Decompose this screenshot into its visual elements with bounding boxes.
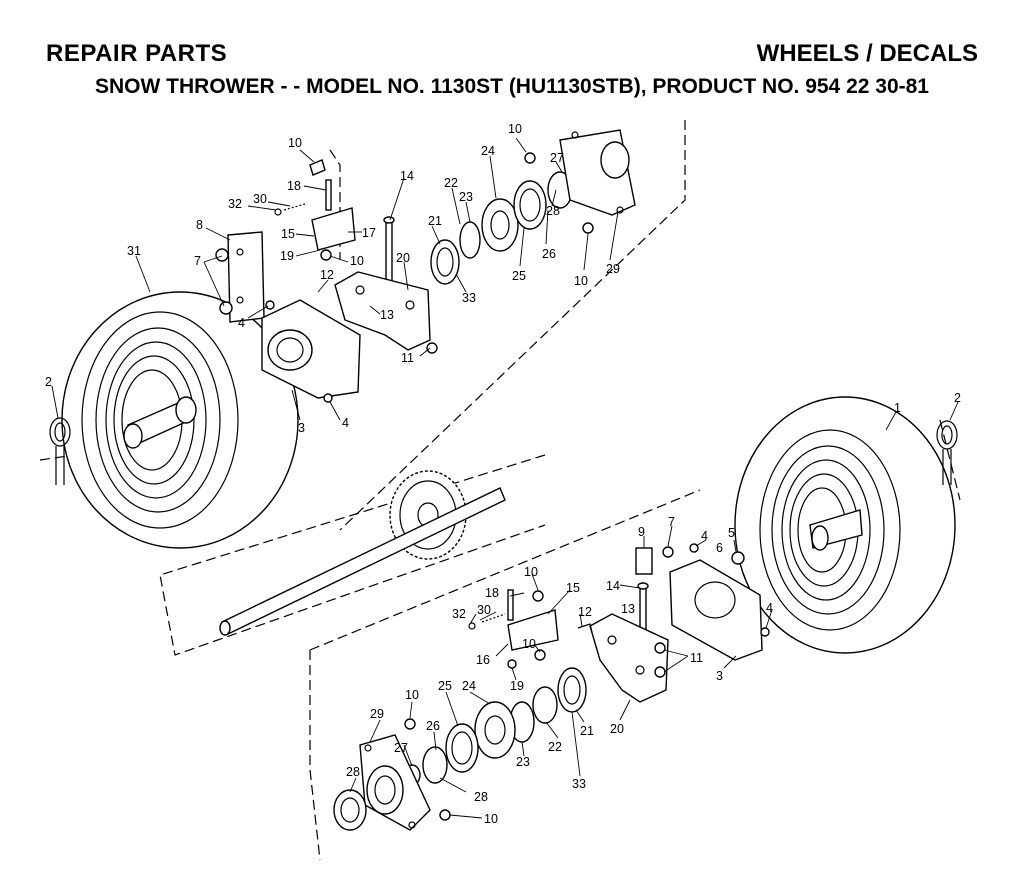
callout-label: 32 (452, 607, 466, 621)
callout-label: 10 (524, 565, 538, 579)
gear-and-shaft (219, 470, 506, 636)
callout-label: 10 (405, 688, 419, 702)
callout-label: 18 (287, 179, 301, 193)
callout-label: 7 (194, 254, 201, 268)
callout-label: 10 (288, 136, 302, 150)
callout-label: 25 (438, 679, 452, 693)
hairpin-pin-right (936, 420, 958, 485)
callout-label: 33 (572, 777, 586, 791)
callout-label: 9 (638, 525, 645, 539)
callout-label: 13 (621, 602, 635, 616)
callout-label: 14 (400, 169, 414, 183)
left-wheel-assembly (61, 291, 299, 549)
callout-label: 33 (462, 291, 476, 305)
callout-label: 1 (894, 401, 901, 415)
clutch-bracket-top (334, 271, 431, 351)
clutch-bracket-bottom (589, 613, 669, 703)
callout-leaders-bottom (349, 401, 959, 819)
callout-label: 30 (253, 192, 267, 206)
bearing-stack-top (430, 129, 636, 285)
callout-label: 11 (690, 651, 703, 665)
callout-label: 30 (477, 603, 491, 617)
page-title-left: REPAIR PARTS (46, 40, 228, 67)
callout-label: 8 (196, 218, 203, 232)
callout-label: 12 (320, 268, 334, 282)
callout-label: 11 (401, 351, 414, 365)
callout-label: 13 (380, 308, 394, 322)
callout-label: 18 (485, 586, 499, 600)
callout-label: 14 (606, 579, 620, 593)
callout-label: 24 (462, 679, 476, 693)
callout-label: 15 (566, 581, 580, 595)
callout-label: 10 (350, 254, 364, 268)
callout-label: 2 (954, 391, 961, 405)
callout-label: 22 (548, 740, 562, 754)
callout-label: 24 (481, 144, 495, 158)
callout-label: 15 (281, 227, 295, 241)
callout-label: 23 (516, 755, 530, 769)
callout-label: 27 (550, 151, 564, 165)
page-title-right: WHEELS / DECALS (756, 40, 978, 67)
callout-label: 19 (280, 249, 294, 263)
callout-label: 28 (546, 204, 560, 218)
callout-label: 16 (476, 653, 490, 667)
bearing-stack-bottom (333, 667, 587, 831)
callout-label: 10 (522, 637, 536, 651)
callout-label: 20 (610, 722, 624, 736)
callout-label: 31 (127, 244, 141, 258)
callout-label: 26 (542, 247, 556, 261)
callout-label: 4 (238, 316, 245, 330)
callout-label: 27 (394, 741, 408, 755)
callout-label: 6 (716, 541, 723, 555)
callout-label: 3 (298, 421, 305, 435)
callout-label: 28 (474, 790, 488, 804)
callout-label: 26 (426, 719, 440, 733)
small-hardware-bottom (468, 589, 593, 669)
callout-label: 3 (716, 669, 723, 683)
callout-numbers-bottom: 1 2 9 7 4 5 6 14 13 18 10 15 30 32 12 16… (346, 391, 961, 826)
callout-label: 21 (580, 724, 594, 738)
callout-label: 23 (459, 190, 473, 204)
callout-label: 20 (396, 251, 410, 265)
callout-leaders (51, 137, 619, 421)
callout-label: 5 (728, 526, 735, 540)
callout-label: 17 (362, 226, 376, 240)
right-wheel-assembly (734, 396, 956, 654)
callout-label: 4 (766, 601, 773, 615)
small-hardware-top (274, 159, 438, 354)
callout-label: 19 (510, 679, 524, 693)
callout-label: 4 (701, 529, 708, 543)
callout-label: 10 (508, 122, 522, 136)
callout-label: 21 (428, 214, 442, 228)
callout-label: 28 (346, 765, 360, 779)
callout-label: 12 (578, 605, 592, 619)
bottom-housing-assembly (635, 543, 770, 661)
top-bracket-assembly (215, 231, 361, 403)
hairpin-pin-left (49, 417, 71, 485)
callout-label: 10 (484, 812, 498, 826)
callout-label: 4 (342, 416, 349, 430)
callout-label: 22 (444, 176, 458, 190)
page-subtitle: SNOW THROWER - - MODEL NO. 1130ST (HU113… (95, 75, 929, 98)
callout-label: 32 (228, 197, 242, 211)
callout-label: 25 (512, 269, 526, 283)
callout-label: 10 (574, 274, 588, 288)
callout-label: 29 (606, 262, 620, 276)
callout-numbers-top: 10 18 30 32 8 15 19 17 10 14 22 21 23 24… (45, 122, 620, 435)
callout-label: 29 (370, 707, 384, 721)
callout-label: 7 (668, 515, 675, 529)
callout-label: 2 (45, 375, 52, 389)
